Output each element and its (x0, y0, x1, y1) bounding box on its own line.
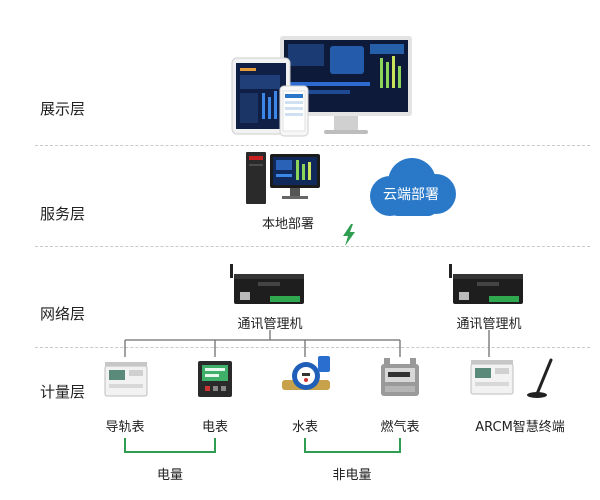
electric-meter-label: 电表 (201, 420, 229, 435)
layer-label-network: 网络层 (40, 305, 86, 323)
layer-label-metering: 计量层 (40, 383, 86, 401)
gateway-right-icon (449, 264, 523, 304)
rail-meter-label: 导轨表 (105, 420, 145, 435)
layer-label-display: 展示层 (40, 100, 86, 118)
layer-divider (35, 347, 590, 348)
cloud-deployment-label: 云端部署 (383, 187, 439, 203)
arcm-terminal-label: ARCM智慧终端 (475, 420, 565, 435)
display-devices-illustration (231, 36, 412, 137)
layer-divider (35, 246, 590, 247)
non-electric-group-bracket (304, 438, 401, 453)
cloud-icon (370, 158, 456, 216)
arcm-terminal-icon (470, 358, 553, 398)
tablet-icon (231, 57, 291, 135)
layer-divider (35, 145, 590, 146)
water-meter-icon (282, 356, 330, 390)
local-deployment-label: 本地部署 (261, 217, 315, 232)
rail-meter-icon (104, 362, 148, 397)
electric-group-label: 电量 (156, 468, 184, 483)
phone-icon (279, 85, 309, 137)
gateway-left-icon (230, 264, 304, 304)
gateway-left-label: 通讯管理机 (237, 317, 303, 332)
water-meter-label: 水表 (291, 420, 319, 435)
gas-meter-icon (381, 358, 419, 396)
desktop-pc-icon (246, 152, 320, 204)
electric-group-bracket (124, 438, 216, 453)
layer-label-service: 服务层 (40, 205, 86, 223)
lightning-icon (343, 224, 355, 246)
electric-meter-icon (198, 361, 232, 397)
gas-meter-label: 燃气表 (380, 420, 420, 435)
gateway-right-label: 通讯管理机 (456, 317, 522, 332)
non-electric-group-label: 非电量 (332, 468, 372, 483)
